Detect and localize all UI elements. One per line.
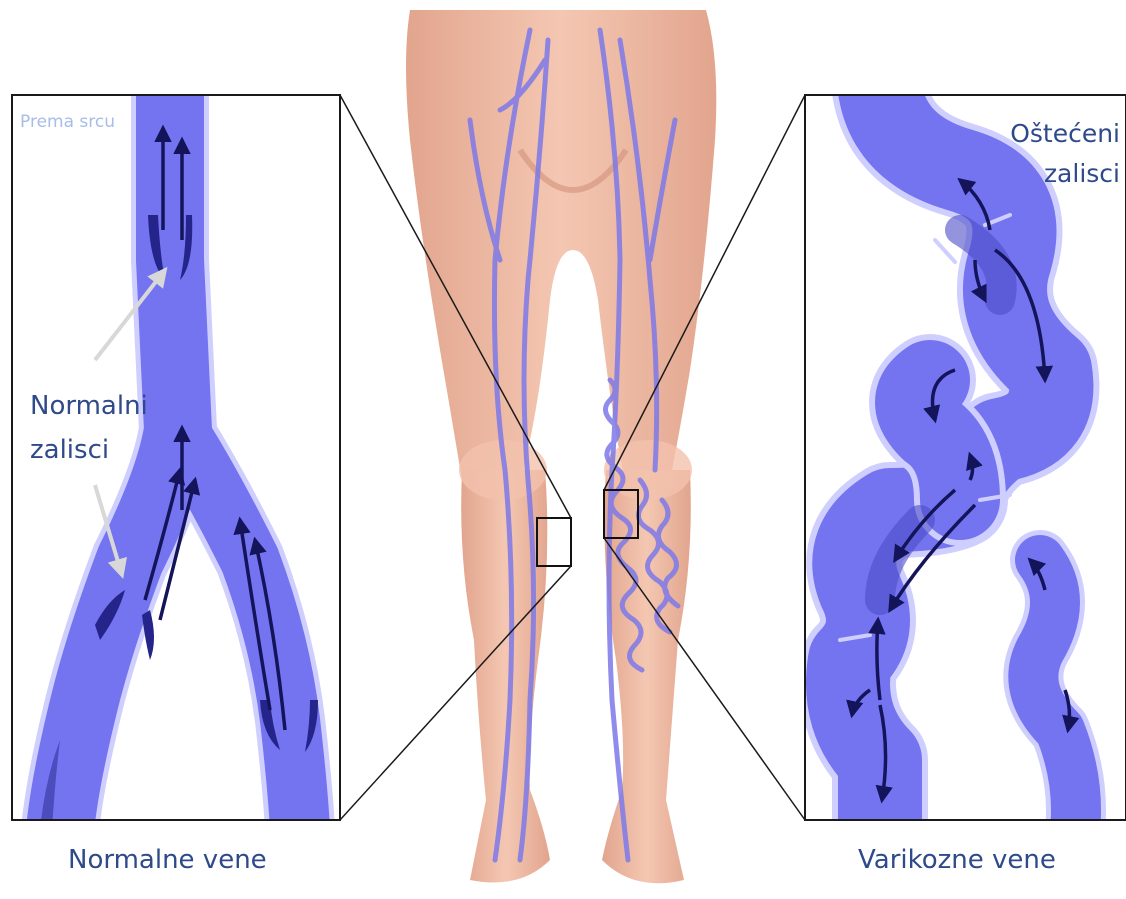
normal-valves-line1: Normalni [30, 384, 148, 428]
damaged-valves-label: Oštećeni zalisci [990, 114, 1120, 194]
normal-valves-label: Normalni zalisci [30, 384, 148, 472]
toward-heart-label: Prema srcu [20, 112, 115, 132]
normal-veins-caption: Normalne vene [68, 845, 267, 875]
varicose-veins-panel [805, 90, 1126, 830]
legs-illustration [340, 10, 805, 883]
varicose-veins-caption: Varikozne vene [858, 845, 1056, 875]
damaged-valves-line2: zalisci [990, 154, 1120, 194]
normal-valves-line2: zalisci [30, 428, 148, 472]
hips-and-thighs [406, 10, 716, 480]
damaged-valves-line1: Oštećeni [990, 114, 1120, 154]
right-lower-leg [602, 470, 691, 883]
